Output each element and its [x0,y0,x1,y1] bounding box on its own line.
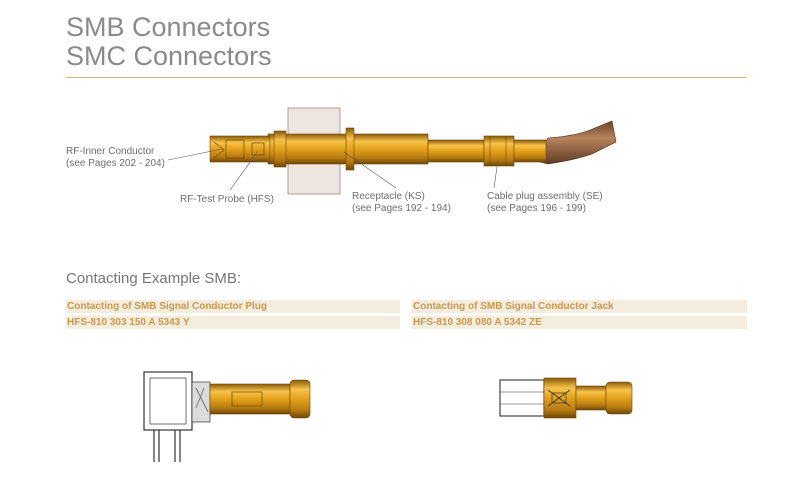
jack-probe-body [575,385,607,411]
cable-plug-crimp [513,139,547,163]
rf-test-probe-label: RF-Test Probe (HFS) [180,194,274,205]
cable-plug-pages: (see Pages 196 - 199) [487,203,586,214]
receptacle-label: Receptacle (KS) [352,191,425,202]
plug-example-part-number: HFS-810 303 150 A 5343 Y [66,316,400,329]
rf-inner-conductor-label: RF-Inner Conductor [66,146,155,157]
receptacle-nose [427,139,485,163]
pcb-connector-housing [143,371,193,431]
cable-plug-sleeve [483,135,515,167]
plug-probe-nose [289,379,311,419]
receptacle-flange [345,127,355,171]
cable-plug-label: Cable plug assembly (SE) [487,191,603,202]
connector-assembly [167,107,617,195]
jack-example-illustration [499,377,633,419]
jack-example-heading: Contacting of SMB Signal Conductor Jack [412,300,747,313]
jack-probe-nose [605,381,633,415]
rf-inner-conductor-pages: (see Pages 202 - 204) [66,158,165,169]
cable [539,120,617,165]
page-title-smc: SMC Connectors [66,41,272,71]
section-title: Contacting Example SMB: [66,270,242,287]
plug-example-illustration [143,371,311,462]
page-title-smb: SMB Connectors [66,12,271,42]
jack-example-part-number: HFS-810 308 080 A 5342 ZE [412,316,747,329]
jack-housing [499,379,545,417]
header-divider [66,77,747,78]
plug-example-heading: Contacting of SMB Signal Conductor Plug [66,300,400,313]
plug-probe-body [209,383,291,415]
receptacle-pages: (see Pages 192 - 194) [352,203,451,214]
